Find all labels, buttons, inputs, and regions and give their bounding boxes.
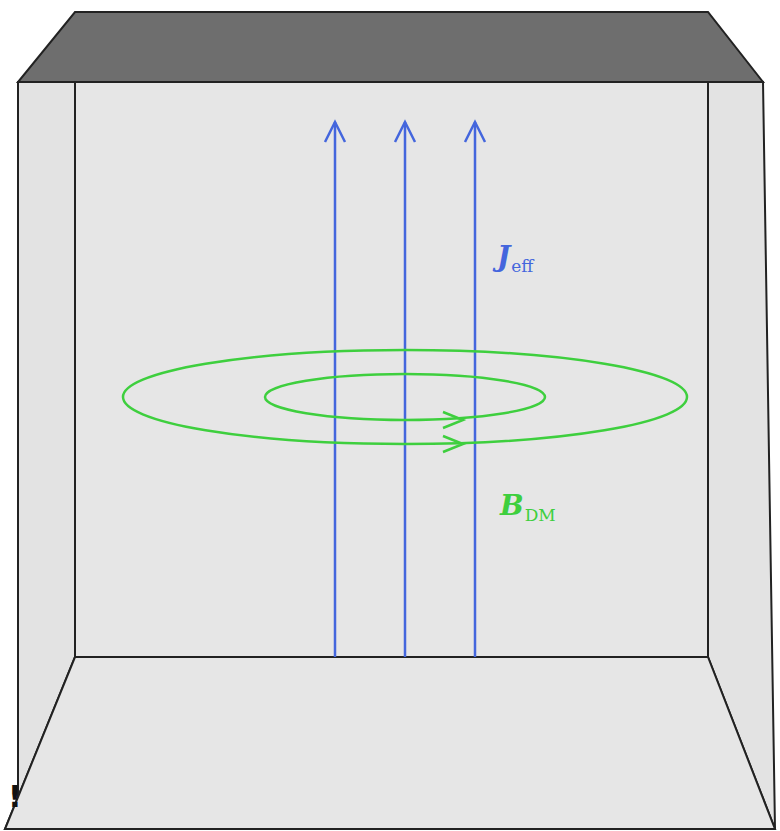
subscript: DM bbox=[525, 505, 556, 525]
back-wall bbox=[75, 82, 708, 657]
current-label: Jeff bbox=[497, 243, 533, 271]
field-loops bbox=[123, 350, 687, 452]
mark: ! bbox=[8, 782, 22, 812]
symbol: J bbox=[497, 240, 510, 273]
ceiling bbox=[18, 12, 763, 82]
floor bbox=[5, 657, 775, 829]
current-arrows bbox=[325, 122, 485, 657]
field-label: BDM bbox=[500, 492, 556, 520]
symbol: B bbox=[500, 489, 524, 522]
subscript: eff bbox=[511, 256, 533, 276]
